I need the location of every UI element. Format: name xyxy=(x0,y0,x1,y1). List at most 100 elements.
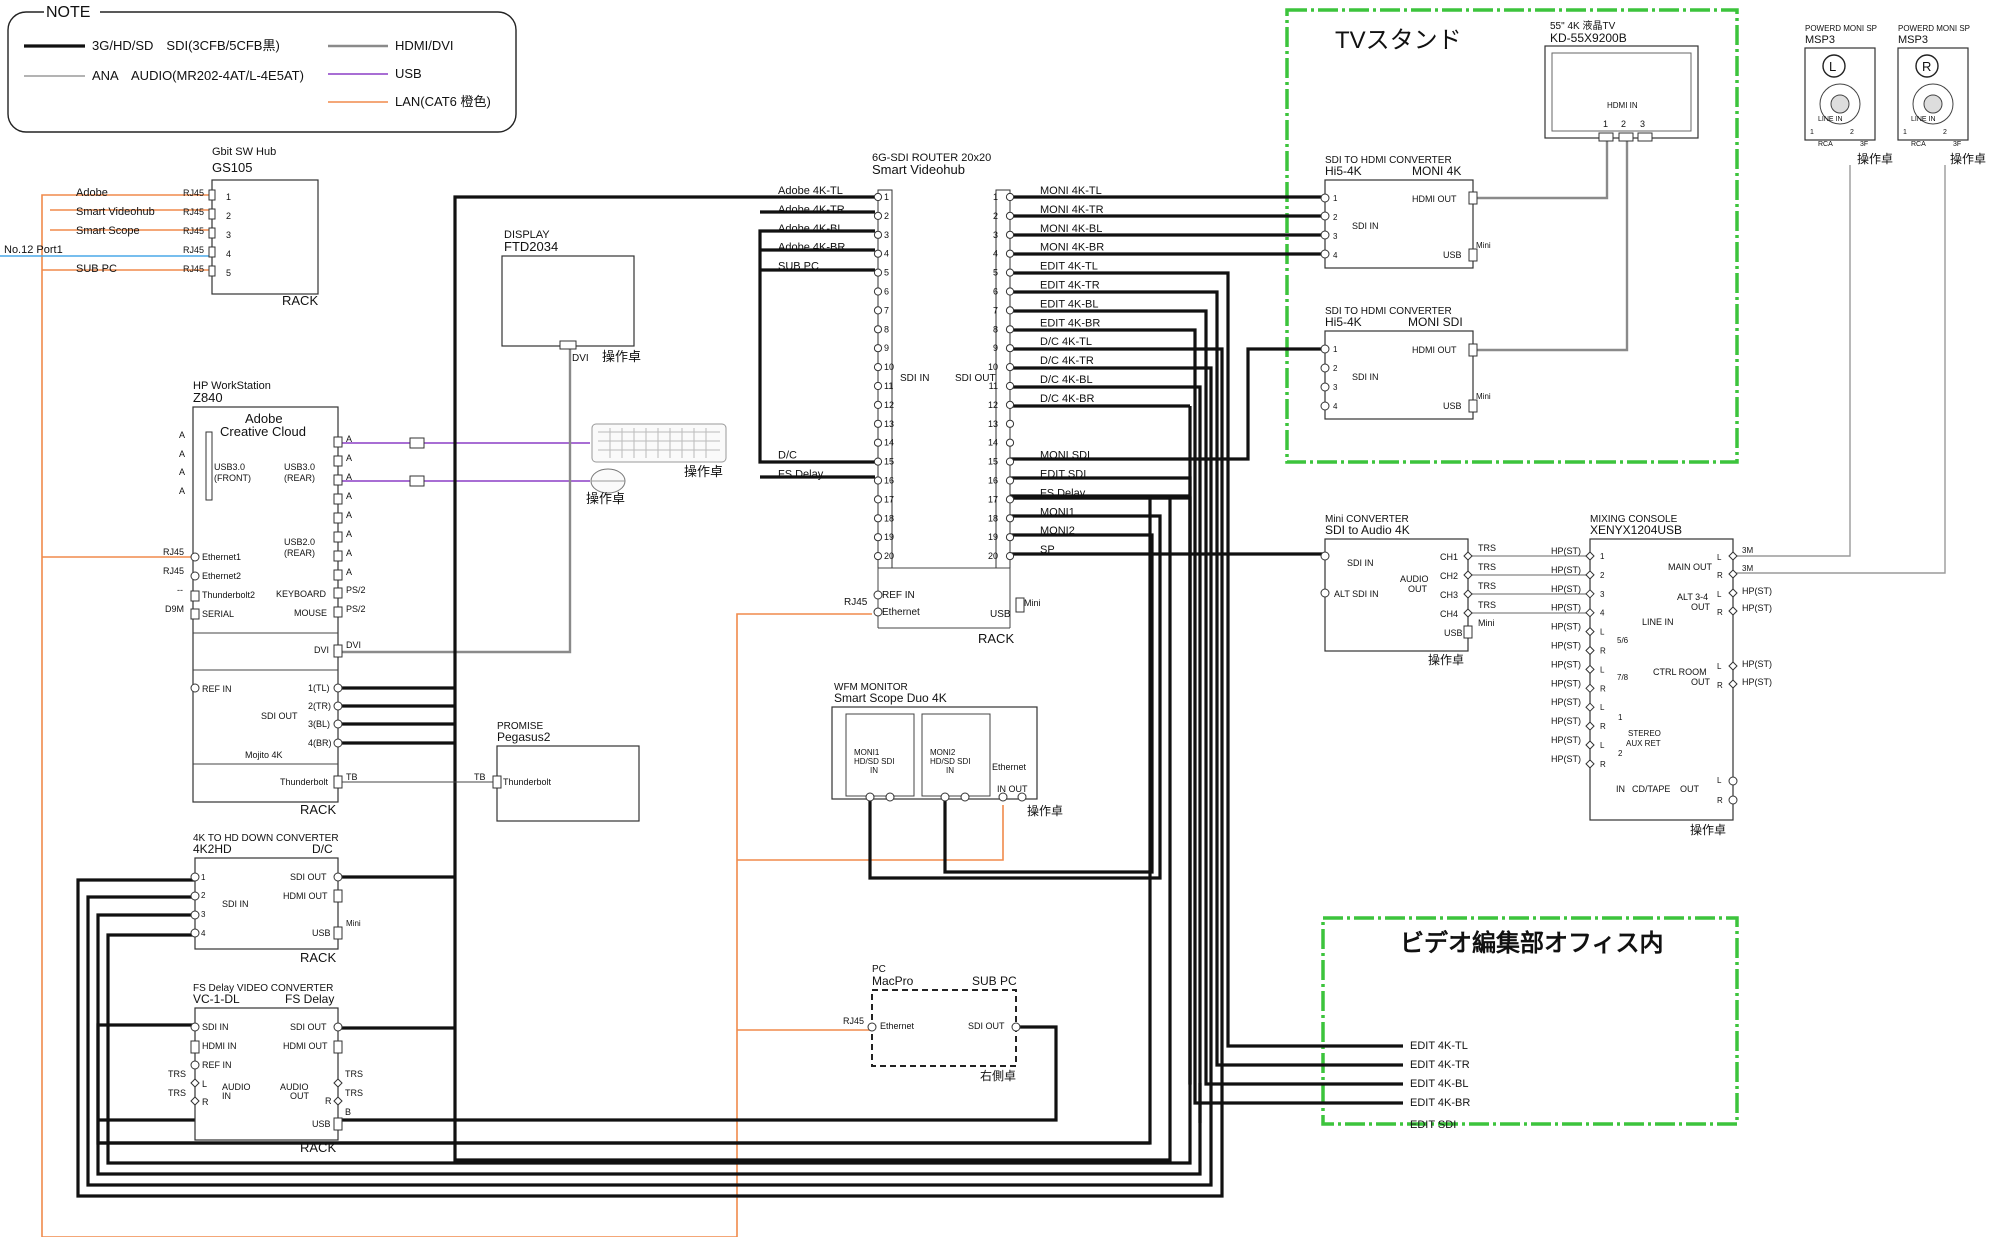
mixer-input-jack xyxy=(1585,589,1595,599)
legend-title: NOTE xyxy=(46,4,90,21)
speaker-left: POWERD MONI SP MSP3 L LINE IN RCA 1 2 3F… xyxy=(1804,24,1893,166)
display-name: FTD2034 xyxy=(504,239,558,254)
mixer-input-number: 2 xyxy=(1600,571,1605,580)
fs-type: FS Delay VIDEO CONVERTER xyxy=(193,983,333,994)
office-labels: EDIT 4K-TL EDIT 4K-TR EDIT 4K-BL EDIT 4K… xyxy=(1410,1040,1470,1131)
mixer-main-out: MAIN OUT xyxy=(1668,562,1713,572)
router-out-number: 16 xyxy=(988,476,998,486)
spk-l-type: POWERD MONI SP xyxy=(1805,24,1877,33)
mac-name: MacPro xyxy=(872,974,914,988)
mixer-out: OUT xyxy=(1680,784,1700,794)
promise-tb: TB xyxy=(474,772,486,782)
spk-r-rca: RCA xyxy=(1911,141,1926,148)
zone-video-office-title: ビデオ編集部オフィス内 xyxy=(1400,929,1664,957)
router-location: RACK xyxy=(978,631,1014,646)
mixer-input-number: L xyxy=(1600,741,1605,750)
fs-sdi-out: SDI OUT xyxy=(290,1022,327,1032)
router-in-number: 13 xyxy=(884,419,894,429)
mixer-input-label: HP(ST) xyxy=(1551,565,1581,575)
router-in-number: 2 xyxy=(884,211,889,221)
conv2-name: Hi5-4K xyxy=(1325,315,1362,329)
router-out-number: 20 xyxy=(988,551,998,561)
conv-moni4k: SDI TO HDMI CONVERTER Hi5-4K MONI 4K SDI… xyxy=(1320,155,1491,269)
ws-usb-front-1: USB3.0 xyxy=(214,462,245,472)
hub-rj45-1: RJ45 xyxy=(183,188,204,198)
mac-type: PC xyxy=(872,964,886,975)
mixer-input-label: HP(ST) xyxy=(1551,697,1581,707)
mini-trs-1: TRS xyxy=(1478,543,1496,553)
mac-role: SUB PC xyxy=(972,974,1017,988)
ws-keyboard: KEYBOARD xyxy=(276,589,327,599)
router-out-number: 17 xyxy=(988,494,998,504)
router-in-port xyxy=(873,476,883,485)
mixer-input-label: HP(ST) xyxy=(1551,678,1581,688)
conv1-hdmi-out: HDMI OUT xyxy=(1412,194,1457,204)
mixer-input-label: HP(ST) xyxy=(1551,735,1581,745)
ws-left-label-4: D9M xyxy=(165,604,184,614)
router-usb: USB xyxy=(990,609,1011,620)
router-in-number: 7 xyxy=(884,305,889,315)
mixer-ctrl-l: L xyxy=(1717,662,1722,671)
router-out-port xyxy=(1005,325,1015,334)
router-output-label: EDIT 4K-BL xyxy=(1040,298,1099,310)
mixer-input-label: HP(ST) xyxy=(1551,659,1581,669)
conv2-hdmi-out: HDMI OUT xyxy=(1412,345,1457,355)
dc-type: 4K TO HD DOWN CONVERTER xyxy=(193,833,339,844)
tv-name: KD-55X9200B xyxy=(1550,31,1627,45)
router-in-port xyxy=(873,344,883,353)
router-output-label: MONI2 xyxy=(1040,525,1075,537)
router-output-label: D/C 4K-TL xyxy=(1040,336,1092,348)
legend-label-hdmi: HDMI/DVI xyxy=(395,38,454,53)
spk-l-location: 操作卓 xyxy=(1857,151,1893,166)
router-sdi-in: SDI IN xyxy=(900,373,929,384)
keyboard-location: 操作卓 xyxy=(684,464,723,479)
ws-sdi-2: 2(TR) xyxy=(308,701,331,711)
wfm-name: Smart Scope Duo 4K xyxy=(834,691,947,705)
promise-type: PROMISE xyxy=(497,721,543,732)
hub-port-4: 4 xyxy=(226,249,231,259)
router-out-number: 14 xyxy=(988,438,998,448)
router-type: 6G-SDI ROUTER 20x20 xyxy=(872,152,991,164)
router-in-number: 11 xyxy=(884,381,893,391)
mixer-sub-2: 2 xyxy=(1618,749,1623,758)
router-in-number: 3 xyxy=(884,230,889,240)
mixer-ctrl-r: R xyxy=(1717,681,1723,690)
dc-hdmi-out: HDMI OUT xyxy=(283,891,328,901)
ws-mouse: MOUSE xyxy=(294,608,327,618)
hub-rj45-4: RJ45 xyxy=(183,245,204,255)
conv2-port-2: 2 xyxy=(1333,364,1338,373)
router-output-label: D/C 4K-BR xyxy=(1040,393,1094,405)
ws-mojito: Mojito 4K xyxy=(245,750,283,760)
spk-l-rca: RCA xyxy=(1818,141,1833,148)
conv1-port-2: 2 xyxy=(1333,213,1338,222)
fs-name: VC-1-DL xyxy=(193,992,240,1006)
conv1-port-3: 3 xyxy=(1333,232,1338,241)
spk-r-jack-1: 1 xyxy=(1903,129,1907,136)
router-output-label: EDIT SDI xyxy=(1040,469,1086,481)
ws-rear-a-5: A xyxy=(346,510,352,520)
svg-text:MONI1: MONI1 xyxy=(854,748,880,757)
mini-audio-out-2: OUT xyxy=(1408,584,1428,594)
ws-location: RACK xyxy=(300,802,336,817)
router-input-label: Adobe 4K-BR xyxy=(778,242,845,254)
svg-text:HD/SD SDI: HD/SD SDI xyxy=(854,757,894,766)
router-in-number: 18 xyxy=(884,513,894,523)
ws-rear-a-6: A xyxy=(346,529,352,539)
router-out-number: 13 xyxy=(988,419,998,429)
mixer-input-jack xyxy=(1585,551,1595,561)
router-in-port xyxy=(873,514,883,523)
router-in-number: 9 xyxy=(884,343,889,353)
ws-rear-a-7: A xyxy=(346,548,352,558)
tv-port-3: 3 xyxy=(1640,119,1645,129)
router-in-port xyxy=(873,363,883,372)
hub-box xyxy=(211,179,319,295)
router-input-label: FS Delay xyxy=(778,469,824,481)
router-input-label: SUB PC xyxy=(778,261,819,273)
conv1-usb: USB xyxy=(1443,250,1462,260)
ws-usb-rear: USB3.0 xyxy=(284,462,315,472)
svg-text:MONI2: MONI2 xyxy=(930,748,956,757)
mac-sdi-out: SDI OUT xyxy=(968,1021,1005,1031)
router-in-number: 6 xyxy=(884,287,889,297)
mixer-5-6: 5/6 xyxy=(1617,636,1629,645)
dc-mini: Mini xyxy=(346,919,361,928)
